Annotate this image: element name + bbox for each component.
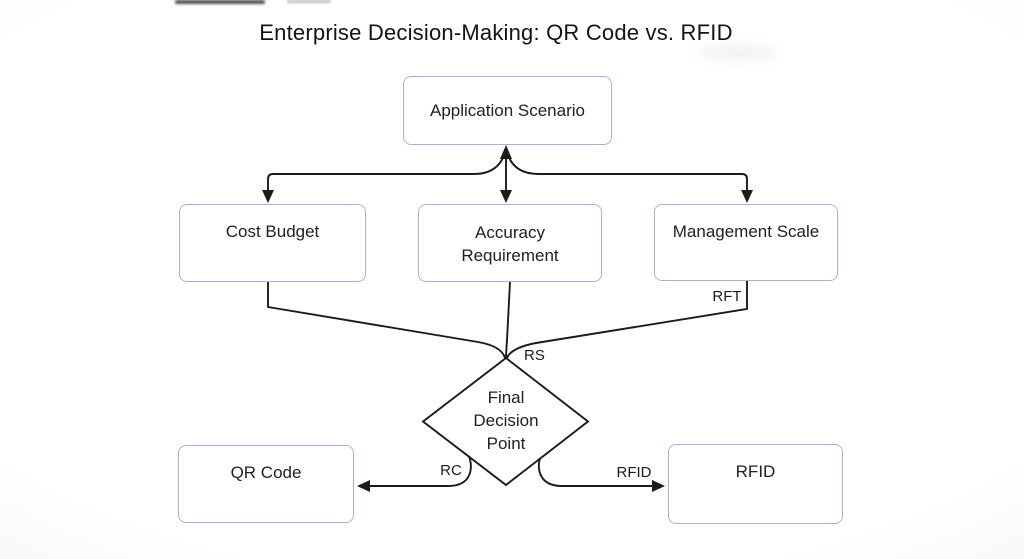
node-management-scale: Management Scale [654, 204, 838, 281]
edge-decision-to-rfid [537, 457, 652, 487]
edge-accuracy-to-decision [505, 281, 511, 359]
edge-label-rs: RS [524, 347, 545, 364]
arrowhead-into-management [741, 190, 753, 203]
screenshot-artifact-top-2 [287, 0, 331, 3]
arrowhead-into-qr [357, 480, 370, 492]
edge-app-to-cost [267, 148, 507, 190]
node-cost-budget-label: Cost Budget [225, 222, 320, 241]
arrowhead-into-accuracy [500, 190, 512, 203]
decision-diamond-shape [421, 356, 590, 487]
node-final-decision-point-label: Final Decision Point [473, 388, 539, 453]
node-qr-code-label: QR Code [230, 463, 302, 482]
edge-label-rfid: RFID [616, 464, 652, 481]
node-rfid-label: RFID [735, 462, 776, 481]
edge-cost-to-decision [267, 282, 506, 359]
screenshot-artifact-title [698, 44, 776, 62]
edge-management-to-decision [506, 281, 748, 359]
diagram-title: Enterprise Decision-Making: QR Code vs. … [259, 20, 733, 45]
arrowhead-into-rfid [652, 480, 665, 492]
node-rfid: RFID [668, 444, 843, 524]
node-application-scenario: Application Scenario [403, 76, 612, 145]
node-cost-budget: Cost Budget [179, 204, 366, 282]
edge-app-to-management [505, 148, 748, 190]
node-qr-code: QR Code [178, 445, 354, 523]
node-accuracy-requirement-label: Accuracy Requirement [461, 223, 559, 265]
screenshot-artifact-top [175, 0, 265, 4]
arrowhead-up-into-app [500, 145, 512, 159]
node-application-scenario-label: Application Scenario [430, 101, 585, 120]
arrowhead-into-cost [262, 190, 274, 203]
edge-label-rft: RFT [712, 288, 742, 305]
node-accuracy-requirement: Accuracy Requirement [418, 204, 602, 282]
edge-label-rc: RC [440, 462, 462, 479]
edge-decision-to-qr [370, 455, 472, 487]
node-management-scale-label: Management Scale [672, 222, 820, 241]
